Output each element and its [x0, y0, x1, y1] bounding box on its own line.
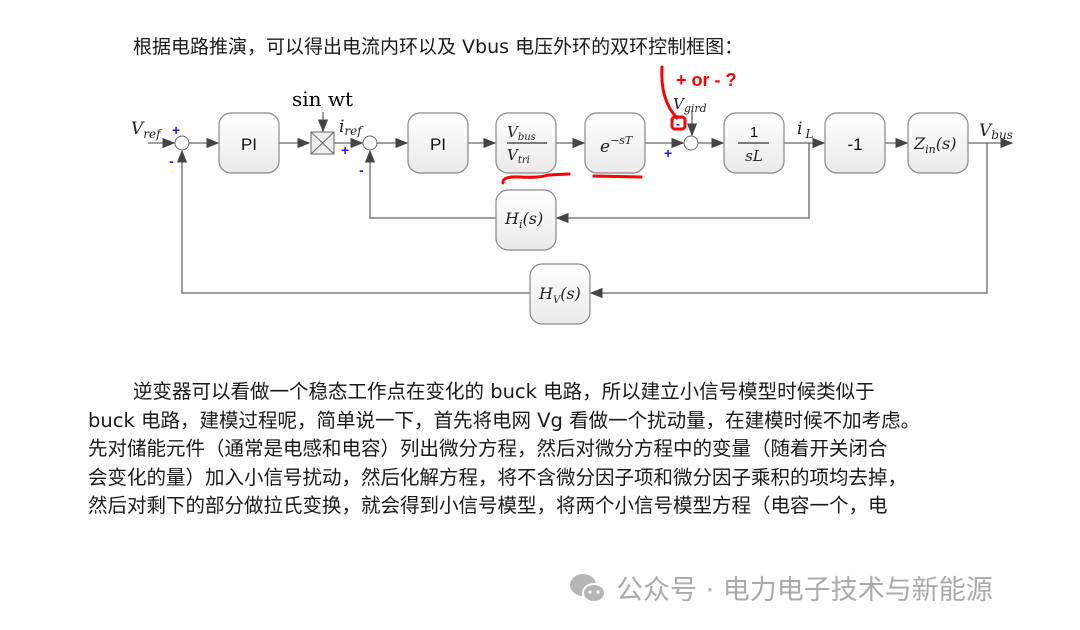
sin-wt-label: sin wt	[292, 87, 353, 111]
control-block-diagram: Vref + - PI sin wt iref + - PI Vbus Vtri…	[131, 65, 1014, 325]
delay-block	[584, 112, 646, 174]
body-paragraph: 逆变器可以看做一个稳态工作点在变化的 buck 电路，所以建立小信号模型时候类似…	[88, 378, 998, 521]
hv-label: HV(s)	[538, 284, 581, 306]
gain-denominator: Vtri	[507, 146, 530, 166]
paragraph-line: 逆变器可以看做一个稳态工作点在变化的 buck 电路，所以建立小信号模型时候类似…	[133, 380, 875, 403]
summing-junction-inner	[362, 135, 378, 151]
plus-sign: +	[172, 122, 180, 138]
intro-text: 根据电路推演，可以得出电流内环以及 Vbus 电压外环的双环控制框图：	[133, 36, 744, 58]
paragraph-line: buck 电路，建模过程呢，简单说一下，首先将电网 Vg 看做一个扰动量，在建模…	[88, 408, 921, 432]
v-bus-label: Vbus	[979, 121, 1013, 142]
summing-junction-outer	[174, 135, 190, 151]
pi-inner-label: PI	[430, 135, 446, 154]
multiplier-block	[310, 131, 335, 155]
zin-block	[907, 112, 969, 174]
handwritten-question: + or - ?	[676, 70, 737, 90]
watermark: 公众号 · 电力电子技术与新能源	[568, 568, 993, 607]
neg-one-label: -1	[847, 135, 862, 154]
plant-numerator: 1	[750, 124, 758, 141]
hi-label: Hi(s)	[504, 209, 543, 231]
paragraph-line: 先对储能元件（通常是电感和电容）列出微分方程，然后对微分方程中的变量（随着开关闭…	[88, 437, 888, 461]
signal-wires	[148, 110, 1014, 299]
neg-one-block	[824, 112, 886, 174]
minus-sign: -	[359, 162, 364, 178]
wechat-icon	[570, 573, 606, 603]
delay-label: e−sT	[600, 134, 634, 157]
v-gird-label: Vgird	[673, 95, 707, 115]
minus-sign: -	[676, 117, 680, 131]
zin-label: Zin(s)	[913, 134, 956, 156]
hi-block	[495, 189, 557, 251]
plus-sign: +	[664, 145, 672, 161]
summing-junction-grid	[683, 135, 699, 151]
gain-numerator: Vbus	[507, 123, 536, 143]
pi-block-inner	[407, 112, 469, 174]
paragraph-line: 会变化的量）加入小信号扰动，然后化解方程，将不含微分因子项和微分因子乘积的项均去…	[88, 465, 908, 489]
plus-sign: +	[341, 142, 349, 158]
minus-sign: -	[169, 153, 174, 169]
v-ref-label: Vref	[131, 119, 163, 141]
watermark-text: 公众号 · 电力电子技术与新能源	[616, 575, 993, 606]
pi-outer-label: PI	[241, 135, 257, 154]
i-ref-label: iref	[339, 117, 364, 138]
hv-block	[529, 263, 591, 325]
plant-denominator: sL	[745, 147, 763, 165]
paragraph-line: 然后对剩下的部分做拉氏变换，就会得到小信号模型，将两个小信号模型方程（电容一个，…	[88, 494, 888, 518]
red-annotations: + or - ?	[501, 65, 737, 185]
pi-block-outer	[218, 112, 280, 174]
